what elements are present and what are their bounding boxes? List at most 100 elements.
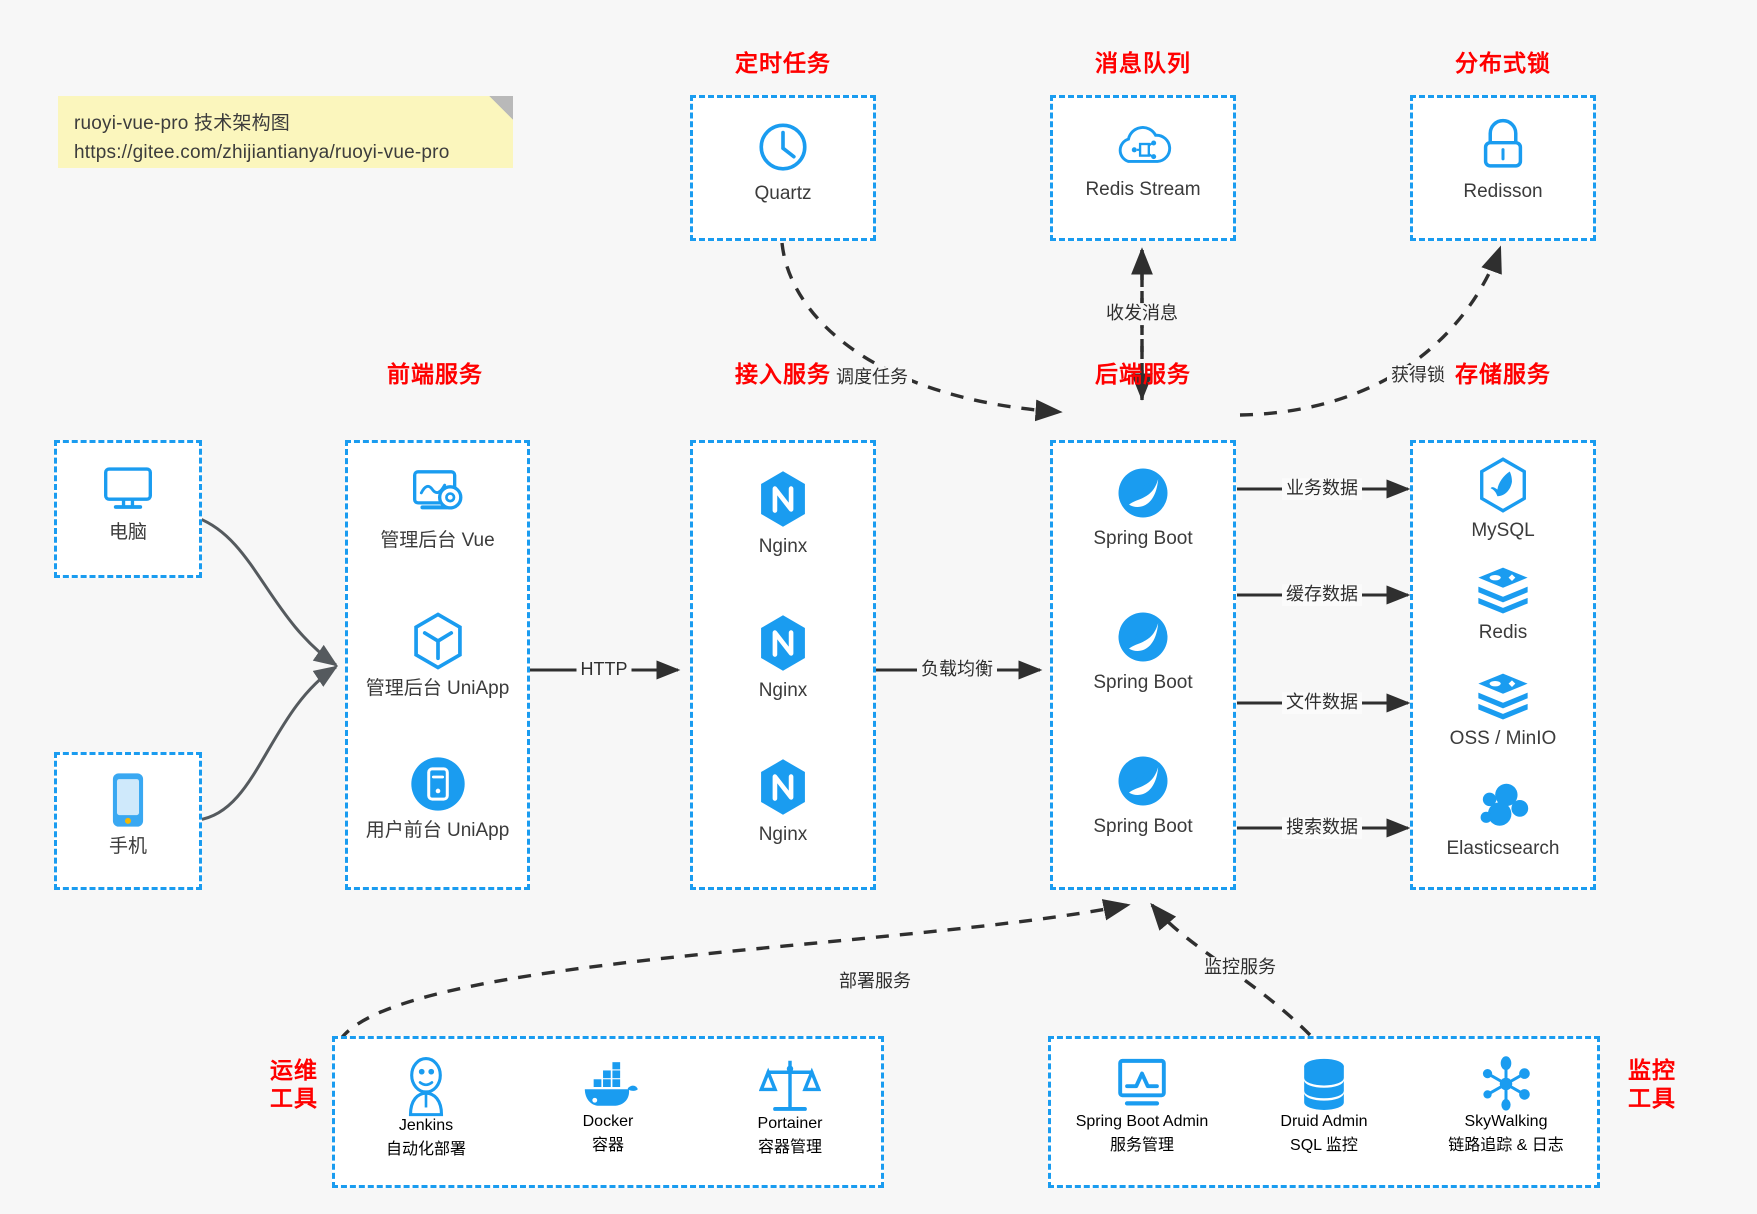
node-mobile[interactable]: 手机 xyxy=(57,771,199,859)
group-box-message-queue[interactable]: Redis Stream xyxy=(1050,95,1236,241)
monitor-chart-icon xyxy=(1118,1058,1166,1106)
edge-label-monitor-service: 监控服务 xyxy=(1200,957,1280,979)
nginx-icon xyxy=(761,615,805,671)
node-portainer[interactable]: Portainer 容器管理 xyxy=(699,1057,881,1157)
node-spring-boot-2[interactable]: Spring Boot xyxy=(1053,609,1233,695)
group-title-message-queue: 消息队列 xyxy=(1095,50,1191,76)
group-box-frontend-service[interactable]: 管理后台 Vue 管理后台 UniApp 用户前台 UniApp xyxy=(345,440,530,890)
node-label-spring-boot-2: Spring Boot xyxy=(1093,672,1193,693)
scales-icon xyxy=(758,1060,821,1111)
node-label-admin-uniapp: 管理后台 UniApp xyxy=(365,678,510,699)
group-title-scheduled-task: 定时任务 xyxy=(735,50,831,76)
spring-leaf-icon xyxy=(1118,756,1168,806)
node-label-desktop: 电脑 xyxy=(108,522,147,543)
node-sublabel-druid-admin: SQL 监控 xyxy=(1290,1137,1358,1154)
edge-label-file-data: 文件数据 xyxy=(1282,692,1362,714)
node-mysql[interactable]: MySQL xyxy=(1413,457,1593,543)
spring-leaf-icon xyxy=(1118,612,1168,662)
node-nginx-2[interactable]: Nginx xyxy=(693,613,873,703)
edge-label-search-data: 搜索数据 xyxy=(1282,817,1362,839)
node-label-redis: Redis xyxy=(1478,622,1528,643)
node-sublabel-docker: 容器 xyxy=(591,1137,624,1154)
mobile-phone-icon xyxy=(112,773,144,827)
edge-desktop-to-frontend xyxy=(197,516,338,667)
node-sublabel-jenkins: 自动化部署 xyxy=(385,1141,466,1158)
edge-label-acquire-lock: 获得锁 xyxy=(1387,365,1449,387)
edge-label-send-receive-message: 收发消息 xyxy=(1102,303,1182,325)
node-admin-vue[interactable]: 管理后台 Vue xyxy=(348,465,527,553)
node-user-uniapp[interactable]: 用户前台 UniApp xyxy=(348,755,527,843)
group-title-frontend-service: 前端服务 xyxy=(387,361,483,387)
node-sublabel-skywalking: 链路追踪 & 日志 xyxy=(1448,1137,1564,1154)
edge-deploy-service xyxy=(338,899,1131,1041)
title-note: ruoyi-vue-pro 技术架构图 https://gitee.com/zh… xyxy=(58,96,513,168)
node-docker[interactable]: Docker 容器 xyxy=(517,1061,699,1155)
node-label-quartz: Quartz xyxy=(754,183,812,204)
node-redisson[interactable]: Redisson xyxy=(1413,116,1593,204)
node-skywalking[interactable]: SkyWalking 链路追踪 & 日志 xyxy=(1415,1055,1597,1155)
clock-icon xyxy=(759,123,807,171)
devops-title-line1: 运维 xyxy=(270,1057,318,1083)
edge-acquire-lock xyxy=(1239,245,1502,417)
node-nginx-1[interactable]: Nginx xyxy=(693,469,873,559)
group-title-backend-service: 后端服务 xyxy=(1095,361,1191,387)
group-title-monitor-tools: 监控 工具 xyxy=(1620,1056,1684,1112)
group-box-devops-tools[interactable]: Jenkins 自动化部署 Docker 容器 xyxy=(332,1036,884,1188)
cloud-network-icon xyxy=(1118,126,1172,163)
node-label-admin-vue: 管理后台 Vue xyxy=(380,530,495,551)
group-title-devops-tools: 运维 工具 xyxy=(262,1056,326,1112)
edge-label-schedule-task: 调度任务 xyxy=(832,367,912,389)
group-box-access-service[interactable]: Nginx Nginx Nginx xyxy=(690,440,876,890)
jenkins-butler-icon xyxy=(408,1057,444,1117)
note-fold-corner xyxy=(489,96,513,120)
note-url-line: https://gitee.com/zhijiantianya/ruoyi-vu… xyxy=(74,141,450,163)
node-spring-boot-3[interactable]: Spring Boot xyxy=(1053,753,1233,839)
group-box-backend-service[interactable]: Spring Boot Spring Boot Spring Boot xyxy=(1050,440,1236,890)
node-oss-minio[interactable]: OSS / MinIO xyxy=(1413,671,1593,751)
node-label-skywalking: SkyWalking xyxy=(1464,1113,1548,1130)
node-admin-uniapp[interactable]: 管理后台 UniApp xyxy=(348,611,527,701)
node-sublabel-portainer: 容器管理 xyxy=(757,1139,822,1156)
group-title-storage-service: 存储服务 xyxy=(1455,361,1551,387)
group-box-mobile-client[interactable]: 手机 xyxy=(54,752,202,890)
group-box-storage-service[interactable]: MySQL Redis OSS / MinIO xyxy=(1410,440,1596,890)
node-elasticsearch[interactable]: Elasticsearch xyxy=(1413,779,1593,861)
node-nginx-3[interactable]: Nginx xyxy=(693,757,873,847)
node-label-mysql: MySQL xyxy=(1471,520,1535,541)
node-sublabel-spring-boot-admin: 服务管理 xyxy=(1109,1137,1174,1154)
database-cylinder-icon xyxy=(1304,1058,1344,1110)
node-spring-boot-admin[interactable]: Spring Boot Admin 服务管理 xyxy=(1051,1057,1233,1155)
node-label-mobile: 手机 xyxy=(108,836,147,857)
node-spring-boot-1[interactable]: Spring Boot xyxy=(1053,465,1233,551)
edge-monitor-service xyxy=(1150,902,1312,1037)
node-label-nginx-2: Nginx xyxy=(758,680,808,701)
node-druid-admin[interactable]: Druid Admin SQL 监控 xyxy=(1233,1057,1415,1155)
group-box-monitor-tools[interactable]: Spring Boot Admin 服务管理 Druid Admin SQL 监… xyxy=(1048,1036,1600,1188)
network-nodes-icon xyxy=(1482,1056,1530,1111)
node-desktop[interactable]: 电脑 xyxy=(57,461,199,545)
group-box-desktop-client[interactable]: 电脑 xyxy=(54,440,202,578)
hexagon-cube-icon xyxy=(413,612,462,670)
node-redis[interactable]: Redis xyxy=(1413,565,1593,645)
monitor-title-line2: 工具 xyxy=(1628,1085,1676,1112)
group-box-scheduled-task[interactable]: Quartz xyxy=(690,95,876,241)
monitor-title-line1: 监控 xyxy=(1628,1057,1676,1083)
node-quartz[interactable]: Quartz xyxy=(693,118,873,206)
group-box-distributed-lock[interactable]: Redisson xyxy=(1410,95,1596,241)
edge-phone-to-frontend xyxy=(197,665,339,822)
node-label-spring-boot-admin: Spring Boot Admin xyxy=(1075,1113,1209,1130)
node-label-nginx-1: Nginx xyxy=(758,536,808,557)
edge-label-business-data: 业务数据 xyxy=(1282,478,1362,500)
spring-leaf-icon xyxy=(1118,468,1168,518)
padlock-icon xyxy=(1483,118,1523,168)
node-label-elasticsearch: Elasticsearch xyxy=(1446,838,1560,859)
node-label-user-uniapp: 用户前台 UniApp xyxy=(365,820,510,841)
node-label-spring-boot-1: Spring Boot xyxy=(1093,528,1193,549)
node-jenkins[interactable]: Jenkins 自动化部署 xyxy=(335,1055,517,1159)
desktop-monitor-icon xyxy=(104,467,152,509)
node-redis-stream[interactable]: Redis Stream xyxy=(1053,116,1233,202)
app-card-icon xyxy=(410,757,465,811)
group-title-access-service: 接入服务 xyxy=(735,361,831,387)
node-label-portainer: Portainer xyxy=(757,1115,823,1132)
